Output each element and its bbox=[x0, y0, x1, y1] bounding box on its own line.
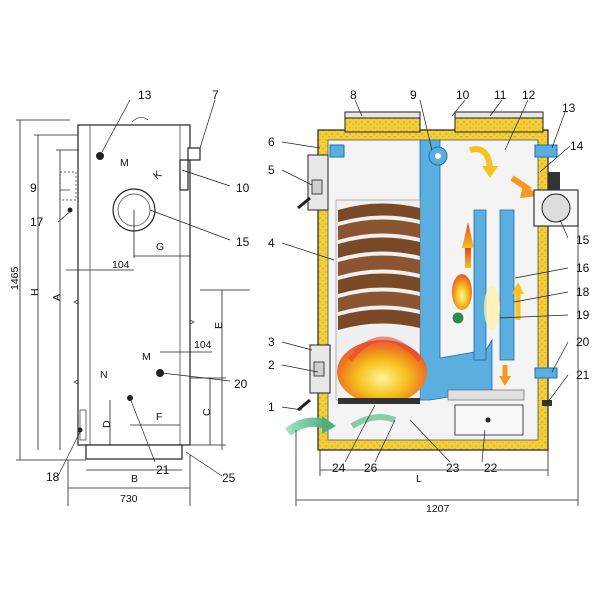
callout-13-left: 13 bbox=[138, 88, 152, 102]
callout-20-right: 20 bbox=[576, 335, 590, 349]
left-cabinet bbox=[77, 124, 191, 446]
callout-20-left: 20 bbox=[234, 377, 248, 391]
callout-9-left: 9 bbox=[30, 181, 37, 195]
dim-104-upper: 104 bbox=[112, 259, 130, 271]
callout-16: 16 bbox=[576, 261, 590, 275]
letter-e: E bbox=[213, 322, 225, 329]
callout-15-right: 15 bbox=[576, 233, 590, 247]
callout-8: 8 bbox=[350, 88, 357, 102]
letter-a: A bbox=[51, 294, 63, 301]
dim-730: 730 bbox=[120, 493, 138, 505]
letter-h: H bbox=[29, 288, 41, 296]
callout-24: 24 bbox=[332, 461, 346, 475]
callout-4: 4 bbox=[268, 236, 275, 250]
letter-m-bottom: M bbox=[142, 351, 151, 363]
callout-10-left: 10 bbox=[236, 181, 250, 195]
left-front-view: 13 7 9 17 10 15 20 21 18 25 M K M N G F … bbox=[9, 88, 250, 506]
letter-b: B bbox=[131, 473, 138, 485]
letter-d: D bbox=[101, 420, 113, 428]
callout-3: 3 bbox=[268, 335, 275, 349]
right-section-view: 8 9 10 11 12 13 14 6 5 4 3 2 1 15 16 18 … bbox=[268, 88, 590, 515]
dim-1465: 1465 bbox=[9, 266, 21, 290]
callout-25: 25 bbox=[222, 471, 236, 485]
callout-5: 5 bbox=[268, 163, 275, 177]
callout-23: 23 bbox=[446, 461, 460, 475]
callout-14: 14 bbox=[570, 139, 584, 153]
callout-10-right: 10 bbox=[456, 88, 470, 102]
callout-1: 1 bbox=[268, 400, 275, 414]
dim-104-lower: 104 bbox=[194, 339, 212, 351]
callout-17: 17 bbox=[30, 215, 44, 229]
letter-l: L bbox=[416, 473, 422, 485]
callout-15-left: 15 bbox=[236, 235, 250, 249]
letter-f: F bbox=[156, 411, 162, 423]
callout-18-left: 18 bbox=[46, 470, 60, 484]
callout-2: 2 bbox=[268, 358, 275, 372]
water-jacket bbox=[419, 139, 493, 401]
callout-26: 26 bbox=[364, 461, 378, 475]
callout-22: 22 bbox=[484, 461, 498, 475]
callout-7: 7 bbox=[212, 88, 219, 102]
callout-9-right: 9 bbox=[410, 88, 417, 102]
callout-21-right: 21 bbox=[576, 368, 590, 382]
letter-n: N bbox=[100, 369, 108, 381]
letter-g: G bbox=[156, 241, 164, 253]
letter-m-top: M bbox=[120, 157, 129, 169]
callout-13-right: 13 bbox=[562, 101, 576, 115]
callout-21-left: 21 bbox=[156, 463, 170, 477]
callout-19: 19 bbox=[576, 308, 590, 322]
callout-18-right: 18 bbox=[576, 285, 590, 299]
callout-6: 6 bbox=[268, 135, 275, 149]
callout-12: 12 bbox=[522, 88, 536, 102]
callout-11: 11 bbox=[494, 88, 507, 102]
dim-1207: 1207 bbox=[426, 503, 450, 515]
letter-c: C bbox=[201, 408, 213, 416]
wood-logs bbox=[338, 203, 420, 330]
fire-zone bbox=[337, 340, 427, 404]
